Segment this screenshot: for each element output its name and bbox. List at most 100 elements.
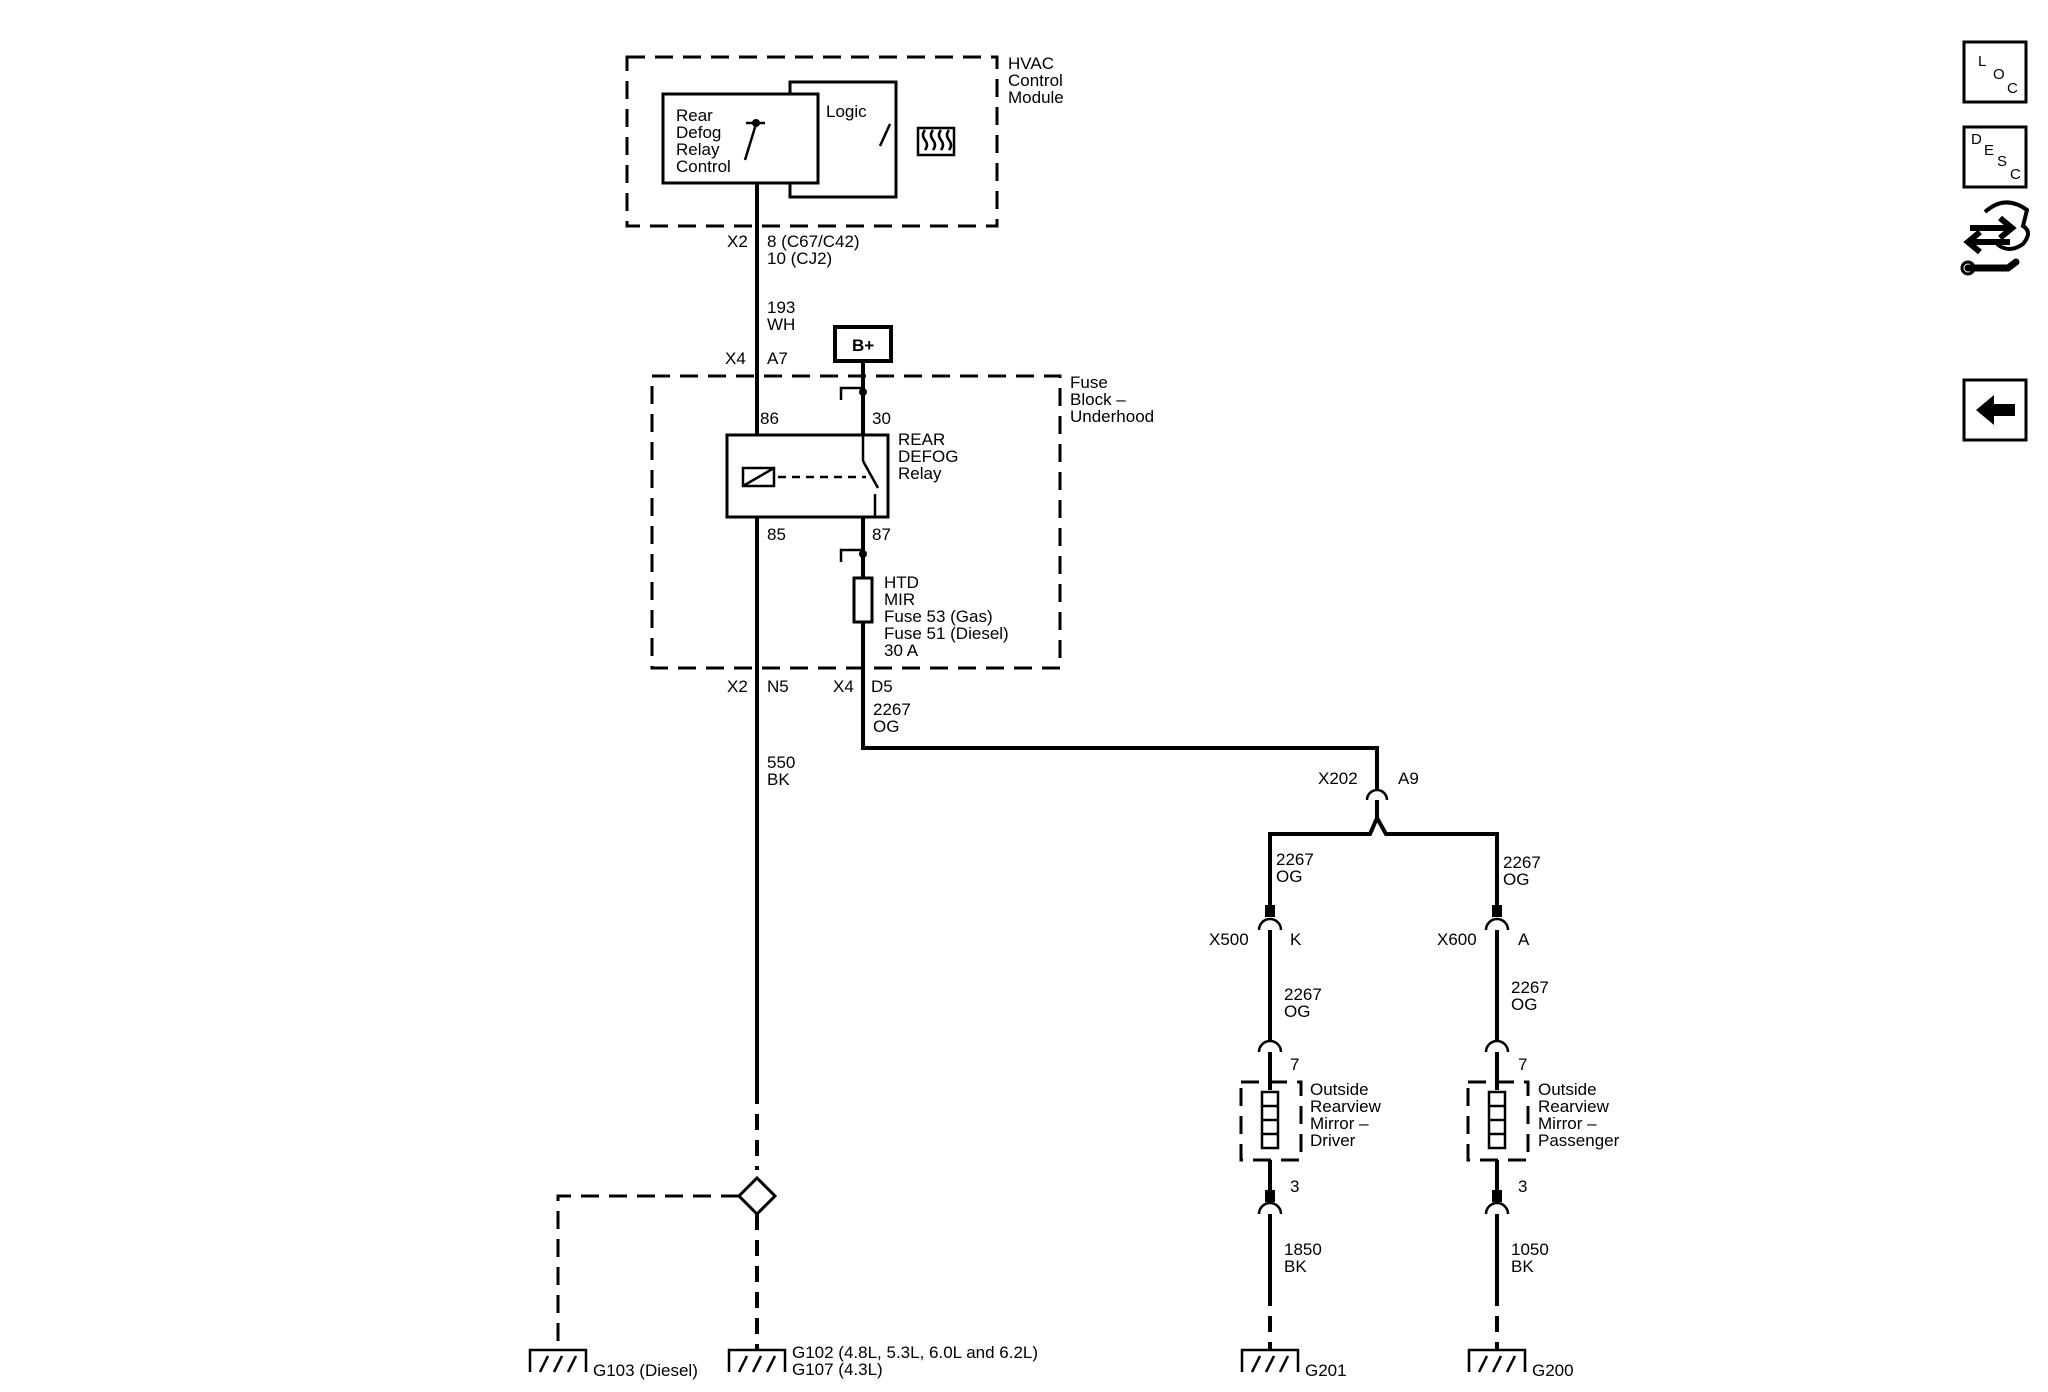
- hvac-module-boundary: [625, 55, 999, 228]
- mirror-passenger-name-line: Passenger: [1538, 1131, 1620, 1150]
- location-button[interactable]: L O C: [1962, 40, 2028, 104]
- fuse-block-boundary: [650, 374, 1062, 670]
- relay-pin-85: 85: [767, 525, 786, 544]
- x202-connector: [1365, 788, 1389, 818]
- relay-name: REAR DEFOG Relay: [898, 430, 958, 483]
- x600-pin: A: [1518, 930, 1530, 949]
- terminal-symbol: [839, 386, 867, 400]
- hvac-module-name-line: Module: [1008, 88, 1064, 107]
- relay-control-block: [661, 92, 820, 185]
- x600-name: X600: [1437, 930, 1477, 949]
- mirror-passenger-pin-in: 7: [1518, 1055, 1527, 1074]
- ground-g200-label: G200: [1532, 1361, 1574, 1380]
- mirror-passenger-output-terminal: [1484, 1190, 1510, 1215]
- mirror-passenger-name-line: Rearview: [1538, 1097, 1610, 1116]
- x500-name: X500: [1209, 930, 1249, 949]
- wire-2267-main-color: OG: [873, 717, 899, 736]
- relay-control-label-line: Rear: [676, 106, 713, 125]
- arrow-left-icon: [1976, 395, 2015, 425]
- ground-g103-symbol: [528, 1348, 588, 1373]
- wire-2267-right-b-circuit: 2267: [1511, 978, 1549, 997]
- hvac-connector-pin: 8 (C67/C42): [767, 232, 860, 251]
- wire-2267-left-b-circuit: 2267: [1284, 985, 1322, 1004]
- mirror-driver-output-terminal: [1257, 1190, 1283, 1215]
- wire-g103-dashed: [556, 1194, 739, 1350]
- hvac-module-name-line: HVAC: [1008, 54, 1054, 73]
- x600-connector: [1484, 905, 1510, 931]
- description-button-letter: C: [2010, 166, 2021, 183]
- wire-2267-split: [1375, 817, 1499, 905]
- connector-tools-icon[interactable]: [1960, 200, 2030, 276]
- wire-2267-right-a-circuit: 2267: [1503, 853, 1541, 872]
- description-button[interactable]: D E S C: [1962, 125, 2028, 189]
- mirror-driver-input-terminal: [1257, 1039, 1283, 1090]
- mirror-passenger-input-terminal: [1484, 1039, 1510, 1090]
- fuse-label-line: MIR: [884, 590, 915, 609]
- fuse-label-line: HTD: [884, 573, 919, 592]
- mirror-passenger-name: Outside Rearview Mirror – Passenger: [1538, 1080, 1620, 1150]
- ground-g201-symbol: [1240, 1348, 1300, 1373]
- wire-2267-left-b-color: OG: [1284, 1002, 1310, 1021]
- mirror-driver-pin-out: 3: [1290, 1177, 1299, 1196]
- hvac-connector-name: X2: [727, 232, 748, 251]
- ground-g103-label: G103 (Diesel): [593, 1361, 698, 1380]
- relay-pin-86: 86: [760, 409, 779, 428]
- ground-g201-label: G201: [1305, 1361, 1347, 1380]
- back-button[interactable]: [1962, 378, 2028, 442]
- fuse-label-line: Fuse 51 (Diesel): [884, 624, 1009, 643]
- relay-coil: [741, 466, 776, 488]
- hvac-module-name: HVAC Control Module: [1008, 54, 1064, 107]
- fuse-block-connector-name: X2: [727, 677, 748, 696]
- ground-option-splice: [736, 1175, 778, 1217]
- ground-g200-symbol: [1467, 1348, 1527, 1373]
- wire-193-circuit: 193: [767, 298, 795, 317]
- mirror-driver-heater-element: [1260, 1090, 1280, 1150]
- fuse-block-name-line: Block –: [1070, 390, 1126, 409]
- fuse-block-connector-name: X4: [833, 677, 854, 696]
- wire-2267-right-b-color: OG: [1511, 995, 1537, 1014]
- wire-2267-main-circuit: 2267: [873, 700, 911, 719]
- fuse-label-line: Fuse 53 (Gas): [884, 607, 993, 626]
- wire-550-circuit: 550: [767, 753, 795, 772]
- wire-2267-right-a-color: OG: [1503, 870, 1529, 889]
- wire-1050-color: BK: [1511, 1257, 1534, 1276]
- fuse-block-connector-pin: N5: [767, 677, 789, 696]
- relay-control-label-line: Control: [676, 157, 731, 176]
- hvac-connector-pin: 10 (CJ2): [767, 249, 832, 268]
- mirror-driver-name-line: Mirror –: [1310, 1114, 1369, 1133]
- rear-defog-relay: [725, 433, 890, 519]
- x202-name: X202: [1318, 769, 1358, 788]
- wire-550-color: BK: [767, 770, 790, 789]
- ground-g107-label: G107 (4.3L): [792, 1360, 883, 1379]
- mirror-driver-name-line: Outside: [1310, 1080, 1369, 1099]
- mirror-passenger-name-line: Outside: [1538, 1080, 1597, 1099]
- mirror-driver-name-line: Rearview: [1310, 1097, 1382, 1116]
- battery-positive: B+: [833, 325, 893, 363]
- relay-switch: [861, 435, 880, 517]
- wire-193-color: WH: [767, 315, 795, 334]
- mirror-passenger-name-line: Mirror –: [1538, 1114, 1597, 1133]
- wire-2267-main: [861, 622, 1379, 790]
- location-button-letter: C: [2007, 80, 2018, 97]
- fuse-block-connector-name: X4: [725, 349, 746, 368]
- relay-control-label-line: Defog: [676, 123, 721, 142]
- mirror-driver-name-line: Driver: [1310, 1131, 1356, 1150]
- fuse-block-name: Fuse Block – Underhood: [1070, 373, 1154, 426]
- relay-control-switch: [743, 119, 765, 161]
- x202-pin: A9: [1398, 769, 1419, 788]
- ground-g102-label: G102 (4.8L, 5.3L, 6.0L and 6.2L): [792, 1343, 1038, 1362]
- relay-name-line: REAR: [898, 430, 945, 449]
- ground-g102-symbol: [727, 1348, 787, 1373]
- fuse-label-line: 30 A: [884, 641, 919, 660]
- mirror-passenger-heater-element: [1487, 1090, 1507, 1150]
- wire-1050-circuit: 1050: [1511, 1240, 1549, 1259]
- wire-2267-left-a-circuit: 2267: [1276, 850, 1314, 869]
- logic-label: Logic: [826, 102, 867, 121]
- mirror-driver-pin-in: 7: [1290, 1055, 1299, 1074]
- battery-positive-label: B+: [852, 336, 874, 355]
- fuse-label: HTD MIR Fuse 53 (Gas) Fuse 51 (Diesel) 3…: [884, 573, 1009, 660]
- location-button-letter: L: [1978, 53, 1986, 70]
- x500-pin: K: [1290, 930, 1302, 949]
- htd-mir-fuse: [852, 576, 874, 624]
- fuse-block-connector-pin: D5: [871, 677, 893, 696]
